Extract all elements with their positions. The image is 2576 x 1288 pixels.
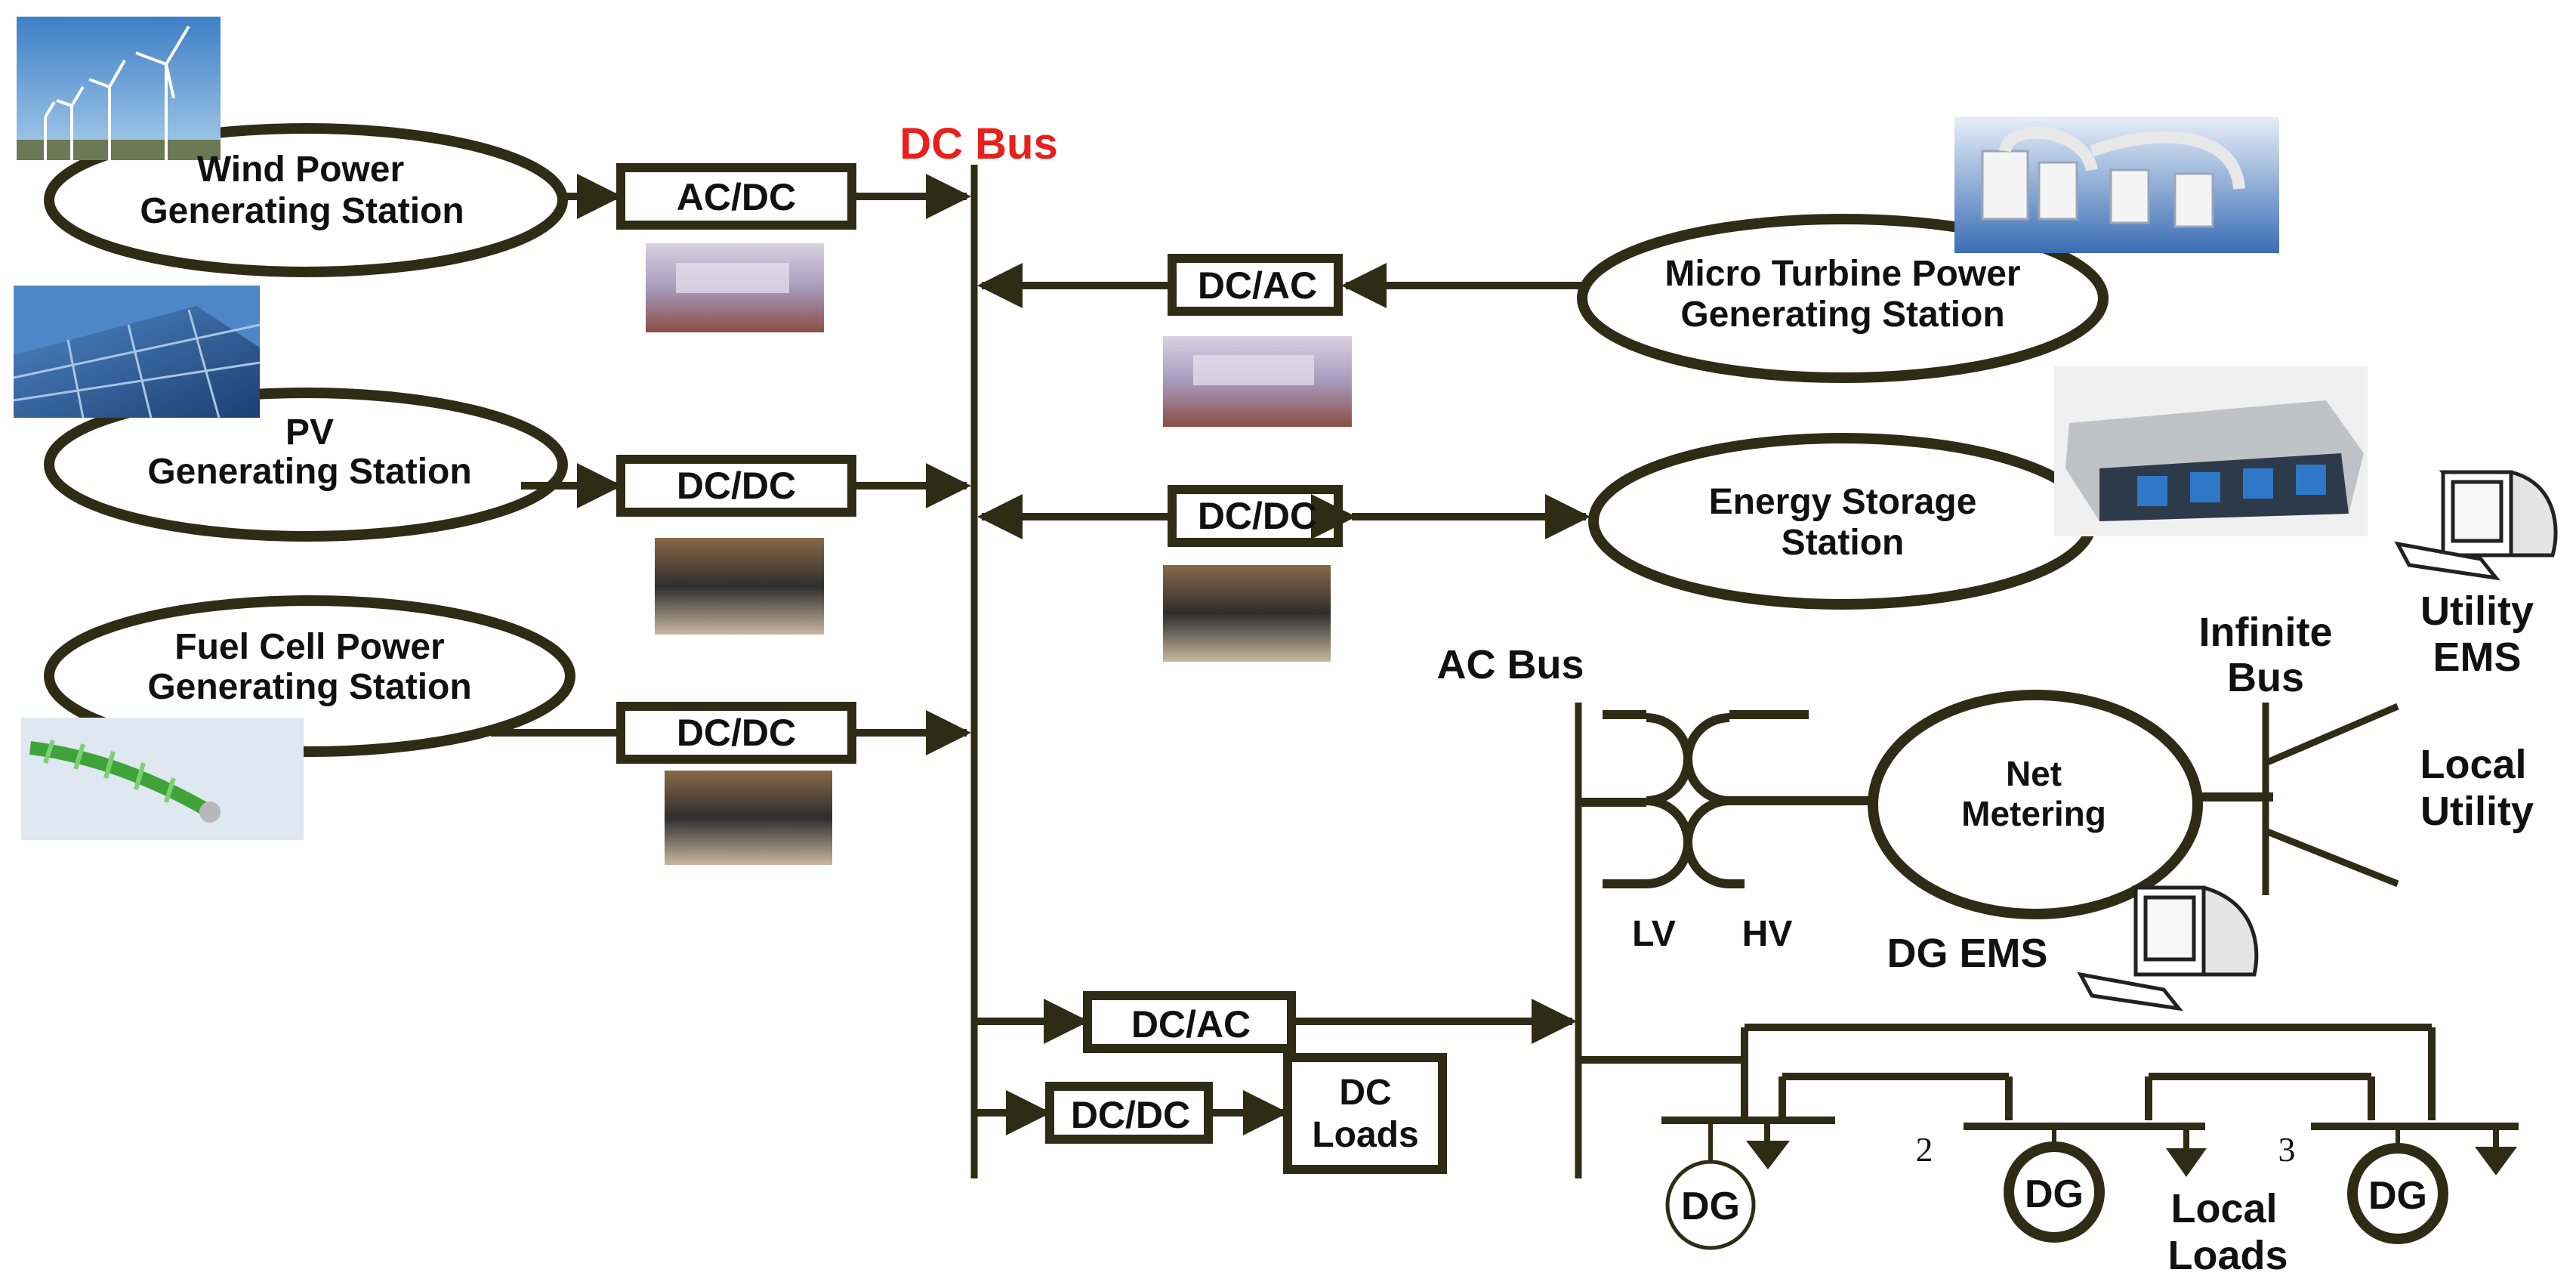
bus-number-3: 3: [2278, 1130, 2296, 1169]
dc-bus-label: DC Bus: [899, 119, 1057, 168]
converter-photo-1: [646, 243, 824, 332]
dg-ems-label: DG EMS: [1886, 931, 2047, 976]
fuel-label-line1: Fuel Cell Power: [174, 627, 444, 667]
utility-ems-line1: Utility: [2420, 588, 2534, 634]
load-arrow-2: [2166, 1148, 2207, 1177]
pv-label-line1: PV: [285, 412, 334, 452]
lv-label: LV: [1632, 914, 1676, 954]
pv-station-ellipse: [44, 388, 568, 542]
infinite-bus-line2: Bus: [2227, 655, 2304, 700]
net-metering-line1: Net: [2006, 754, 2062, 793]
micro-label-line2: Generating Station: [1680, 295, 2004, 335]
battery-storage-photo: [2054, 366, 2368, 536]
dcdc-output-label: DC/DC: [1071, 1094, 1190, 1136]
solar-panel-photo: [13, 286, 261, 419]
wind-label-line1: Wind Power: [197, 150, 404, 190]
local-utility-line2: Utility: [2420, 789, 2534, 834]
utility-branch-upper: [2264, 703, 2399, 767]
dg-label-1: DG: [1681, 1185, 1740, 1228]
micro-converter-label: DC/AC: [1198, 264, 1317, 307]
computer-monitor-icon: [2077, 885, 2259, 1012]
utility-ems-line2: EMS: [2433, 635, 2521, 680]
ac-bus-label: AC Bus: [1436, 642, 1584, 687]
fuel-cell-photo: [21, 718, 304, 840]
dg-label-2: DG: [2025, 1172, 2084, 1216]
micro-station-ellipse: [1577, 214, 2109, 383]
local-utility-line1: Local: [2420, 742, 2526, 787]
pv-converter-label: DC/DC: [677, 465, 796, 507]
infinite-bus-line1: Infinite: [2199, 610, 2333, 655]
transformer-symbol: [1578, 710, 1873, 888]
storage-label-line2: Station: [1782, 523, 1905, 563]
load-arrow-1: [1746, 1141, 1790, 1169]
dg-generator-1: [1665, 1160, 1756, 1250]
dc-loads-line1: DC: [1339, 1073, 1391, 1113]
storage-converter-label: DC/DC: [1198, 495, 1317, 537]
fuel-label-line2: Generating Station: [147, 667, 471, 707]
wind-converter-label: AC/DC: [677, 176, 796, 218]
converter-photo-4: [1163, 565, 1331, 662]
converter-photo-5: [665, 771, 832, 865]
local-loads-line1: Local: [2170, 1186, 2277, 1231]
pv-label-line2: Generating Station: [147, 452, 471, 492]
dc-loads-line2: Loads: [1312, 1115, 1418, 1155]
fuel-converter-label: DC/DC: [677, 712, 796, 754]
hv-label: HV: [1742, 914, 1793, 954]
micro-turbine-photo: [1954, 117, 2279, 253]
load-arrow-3: [2475, 1147, 2517, 1175]
local-loads-line2: Loads: [2167, 1233, 2288, 1278]
computer-monitor-icon: [2394, 470, 2558, 581]
converter-photo-3: [655, 538, 824, 635]
dcac-output-label: DC/AC: [1131, 1003, 1251, 1046]
bus-number-2: 2: [1916, 1130, 1933, 1169]
wind-label-line2: Generating Station: [140, 191, 464, 231]
fuel-station-ellipse: [44, 595, 575, 757]
utility-branch-lower: [2264, 827, 2399, 888]
storage-label-line1: Energy Storage: [1709, 482, 1977, 522]
dg-generator-2: [2004, 1141, 2105, 1243]
wind-turbine-photo: [17, 17, 221, 160]
micro-label-line1: Micro Turbine Power: [1664, 254, 2020, 294]
dg-generator-3: [2347, 1143, 2448, 1244]
converter-photo-2: [1163, 336, 1352, 427]
net-metering-line2: Metering: [1961, 794, 2106, 833]
dg-label-3: DG: [2368, 1174, 2427, 1218]
